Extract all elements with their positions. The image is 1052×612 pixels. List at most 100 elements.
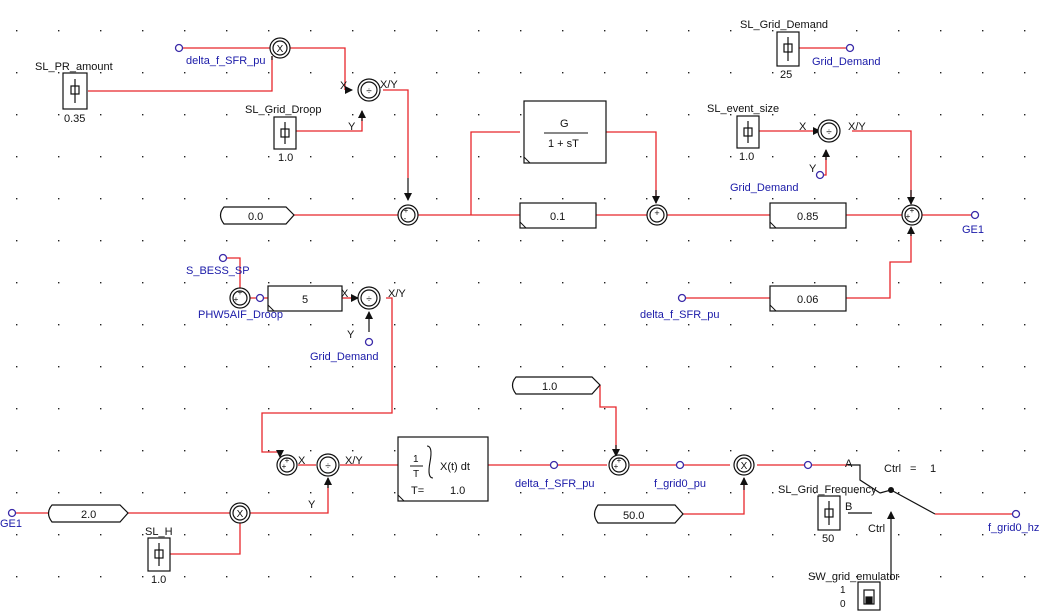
switch-grid-emulator-name: SW_grid_emulator <box>808 571 899 583</box>
sum-plus-glyph: + <box>617 456 622 465</box>
summation-bess[interactable] <box>229 287 251 309</box>
constant-block-1-0[interactable] <box>511 376 601 395</box>
port-grid-demand-in-event[interactable] <box>815 170 825 180</box>
divider-middle-glyph: ÷ <box>325 461 331 472</box>
port-s-bess-sp[interactable] <box>218 253 228 263</box>
port-y-label: Y <box>809 163 817 175</box>
port-y-label: Y <box>347 329 355 341</box>
sum-plus-glyph: + <box>285 456 290 465</box>
slider-grid-frequency-name: SL_Grid_Frequency <box>778 484 877 496</box>
port-delta-f-sfr-pu-integrator[interactable] <box>549 460 559 470</box>
integrator-t-value: 1.0 <box>450 485 465 497</box>
divider-event[interactable] <box>817 119 841 143</box>
port-x-label: X <box>340 80 348 92</box>
multiplier-top-glyph: X <box>277 44 284 55</box>
multiplier-bottom-left-glyph: X <box>237 509 244 520</box>
slider-grid-demand[interactable] <box>776 31 800 67</box>
slider-grid-demand-value: 25 <box>780 69 792 81</box>
divider-top-glyph: ÷ <box>366 86 372 97</box>
signal-ge1-out: GE1 <box>962 224 984 236</box>
multiplier-bottom-right-glyph: X <box>741 461 748 472</box>
selector-ctrl-port: Ctrl <box>868 523 885 535</box>
gain-block-5[interactable] <box>267 285 343 312</box>
selector-ctrl-label: Ctrl <box>884 463 901 475</box>
port-x-label: X <box>799 121 807 133</box>
signal-f-grid0-pu: f_grid0_pu <box>654 478 706 490</box>
multiplier-bottom-left[interactable] <box>229 502 251 524</box>
slider-pr-amount-value: 0.35 <box>64 113 85 125</box>
port-xy-label: X/Y <box>380 79 398 91</box>
gain-0-06-label: 0.06 <box>797 294 818 306</box>
gain-5-label: 5 <box>302 294 308 306</box>
signal-grid-demand-bess: Grid_Demand <box>310 351 378 363</box>
constant-1-0-label: 1.0 <box>542 381 557 393</box>
integrator-block[interactable] <box>397 436 489 502</box>
slider-grid-droop[interactable] <box>273 116 297 150</box>
gain-block-0-85[interactable] <box>769 202 847 229</box>
switch-grid-emulator[interactable] <box>857 581 881 611</box>
background-dot-grid <box>16 30 1026 578</box>
integrator-expr: X(t) dt <box>440 461 470 473</box>
gain-0-85-label: 0.85 <box>797 211 818 223</box>
slider-grid-frequency[interactable] <box>817 495 841 531</box>
divider-bess[interactable] <box>357 286 381 310</box>
multiplier-top[interactable] <box>269 37 291 59</box>
sum-plus-glyph: + <box>910 206 915 215</box>
divider-event-glyph: ÷ <box>826 127 832 138</box>
sum-minus-glyph: - <box>404 214 407 223</box>
gain-block-0-1[interactable] <box>519 202 597 229</box>
summation-top-right[interactable] <box>901 204 923 226</box>
constant-block-50-0[interactable] <box>593 504 684 524</box>
port-wires <box>271 56 936 580</box>
slider-pr-amount[interactable] <box>62 72 88 110</box>
transfer-function-block[interactable] <box>523 100 607 164</box>
selector-switch[interactable] <box>888 487 894 493</box>
summation-top-left[interactable] <box>397 204 419 226</box>
port-delta-f-sfr-pu-mid[interactable] <box>677 293 687 303</box>
constant-block-2-0[interactable] <box>47 504 129 523</box>
sum-plus-glyph: + <box>238 288 243 297</box>
port-grid-demand-out[interactable] <box>845 43 855 53</box>
sum-plus-glyph: + <box>654 208 659 218</box>
signal-grid-demand-top: Grid_Demand <box>812 56 880 68</box>
signal-phw5aif-droop: PHW5AIF_Droop <box>198 309 283 321</box>
constant-2-0-label: 2.0 <box>81 509 96 521</box>
port-grid-demand-in-bess[interactable] <box>364 337 374 347</box>
port-f-grid0-hz[interactable] <box>1011 509 1021 519</box>
slider-grid-droop-value: 1.0 <box>278 152 293 164</box>
port-xy-label: X/Y <box>345 455 363 467</box>
port-phw5aif-droop[interactable] <box>255 293 265 303</box>
integrator-one: 1 <box>413 454 419 465</box>
selector-port-b: B <box>845 501 852 513</box>
signal-delta-f-sfr-pu-integrator: delta_f_SFR_pu <box>515 478 595 490</box>
summation-middle-left[interactable] <box>276 454 298 476</box>
signal-grid-demand-event: Grid_Demand <box>730 182 798 194</box>
multiplier-bottom-right[interactable] <box>733 454 755 476</box>
gain-block-0-06[interactable] <box>769 285 847 312</box>
divider-top[interactable] <box>357 78 381 102</box>
summation-middle-right[interactable] <box>608 454 630 476</box>
slider-h-name: SL_H <box>145 526 173 538</box>
port-y-label: Y <box>348 121 356 133</box>
sum-plus-glyph: + <box>282 462 287 471</box>
port-ge1-in[interactable] <box>7 508 17 518</box>
summation-top-mid[interactable] <box>646 204 668 226</box>
slider-event-size[interactable] <box>736 115 760 149</box>
constant-block-0-0[interactable] <box>219 206 295 225</box>
slider-grid-frequency-value: 50 <box>822 533 834 545</box>
port-f-grid0-pu[interactable] <box>675 460 685 470</box>
sum-plus-glyph: + <box>614 462 619 471</box>
port-ge1-out[interactable] <box>970 210 980 220</box>
port-delta-f-sfr-pu-top[interactable] <box>174 43 184 53</box>
port-x-label: X <box>298 455 306 467</box>
switch-grid-emulator-on: 1 <box>840 585 846 596</box>
slider-grid-demand-name: SL_Grid_Demand <box>740 19 828 31</box>
divider-middle[interactable] <box>316 453 340 477</box>
sum-plus-glyph: + <box>906 212 911 221</box>
port-x-label: X <box>341 288 349 300</box>
slider-h[interactable] <box>147 537 171 572</box>
port-f-sfr-hz[interactable] <box>803 460 813 470</box>
sum-plus-glyph: + <box>234 295 239 304</box>
sum-plus-glyph: + <box>404 206 409 215</box>
